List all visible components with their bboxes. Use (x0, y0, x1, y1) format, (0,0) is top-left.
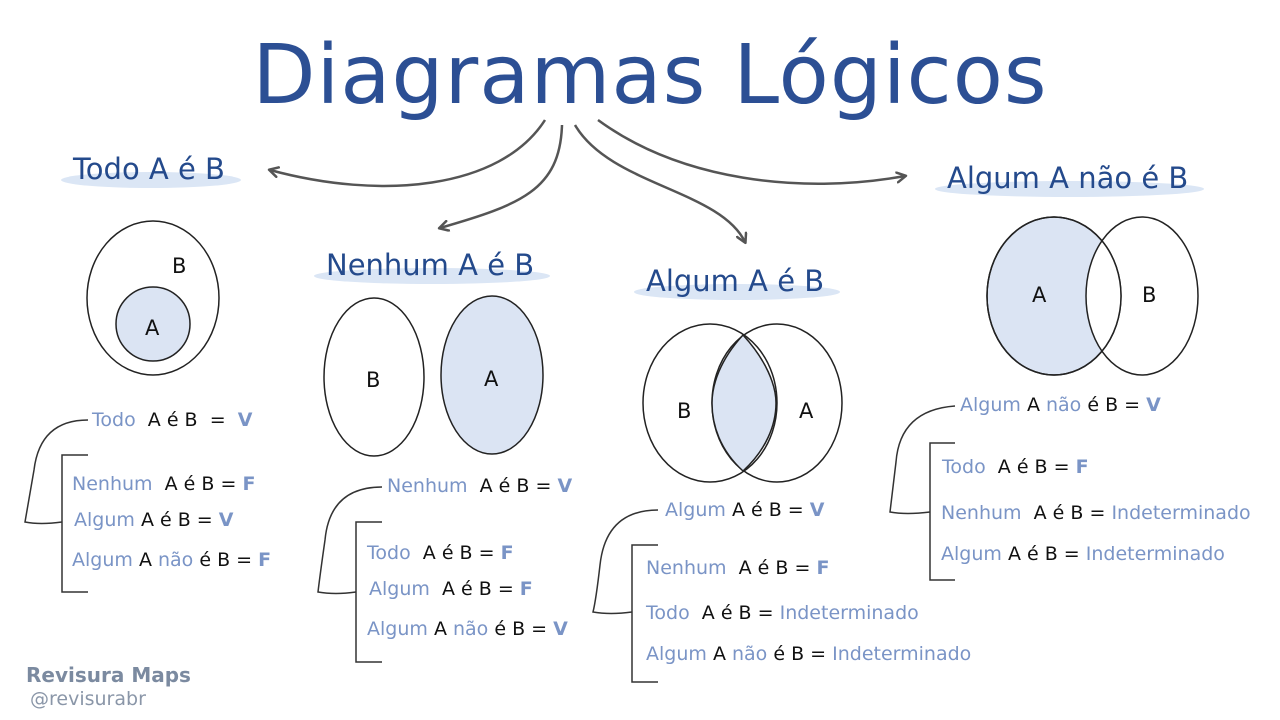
arrow-todo (270, 119, 547, 188)
heading-algum: Algum A é B (633, 264, 841, 300)
bracket-3 (631, 544, 658, 683)
set-label-a: A (799, 399, 814, 423)
premise-line: Todo A é B = V (92, 409, 253, 431)
result-line: Nenhum A é B = F (72, 473, 256, 495)
result-line: Nenhum A é B = F (646, 557, 830, 579)
venn-set-b (323, 297, 425, 457)
venn-intersection (711, 333, 777, 473)
venn-set-a (115, 286, 191, 362)
premise-line: Nenhum A é B = V (387, 475, 573, 497)
brace-4 (889, 405, 956, 515)
result-line: Algum A não é B = F (72, 549, 272, 571)
set-label-b: B (172, 254, 187, 278)
brace-2 (317, 486, 383, 595)
premise-line: Algum A não é B = V (960, 394, 1161, 416)
heading-todo: Todo A é B (61, 152, 241, 188)
result-line: Todo A é B = F (942, 456, 1089, 478)
set-label-b: B (366, 368, 381, 392)
set-label-b: B (1142, 283, 1157, 307)
arrow-algum (573, 124, 745, 242)
brace-1 (24, 419, 89, 525)
venn-set-a-outline (986, 216, 1122, 376)
set-label-a: A (1032, 283, 1047, 307)
heading-nenhum: Nenhum A é B (313, 248, 551, 284)
arrow-algum-nao (597, 118, 905, 185)
result-line: Algum A é B = Indeterminado (941, 543, 1225, 565)
set-label-b: B (677, 399, 692, 423)
brace-3 (592, 509, 659, 615)
bracket-1 (61, 454, 88, 593)
result-line: Todo A é B = F (367, 542, 514, 564)
page-title: Diagramas Lógicos (252, 28, 1048, 123)
result-line: Nenhum A é B = Indeterminado (941, 502, 1251, 524)
result-line: Todo A é B = Indeterminado (646, 602, 919, 624)
brand-name: Revisura Maps (26, 663, 191, 687)
result-line: Algum A não é B = Indeterminado (646, 643, 972, 665)
result-line: Algum A não é B = V (367, 618, 568, 640)
brand-handle: @revisurabr (30, 688, 146, 710)
bracket-2 (355, 521, 382, 663)
result-line: Algum A é B = F (369, 578, 533, 600)
arrow-nenhum (440, 124, 564, 228)
set-label-a: A (484, 367, 499, 391)
bracket-4 (929, 442, 955, 581)
result-line: Algum A é B = V (74, 509, 234, 531)
heading-algum-nao: Algum A não é B (934, 161, 1205, 197)
set-label-a: A (145, 316, 160, 340)
premise-line: Algum A é B = V (665, 499, 825, 521)
venn-set-a (440, 295, 544, 455)
venn-set-b (1085, 216, 1199, 376)
